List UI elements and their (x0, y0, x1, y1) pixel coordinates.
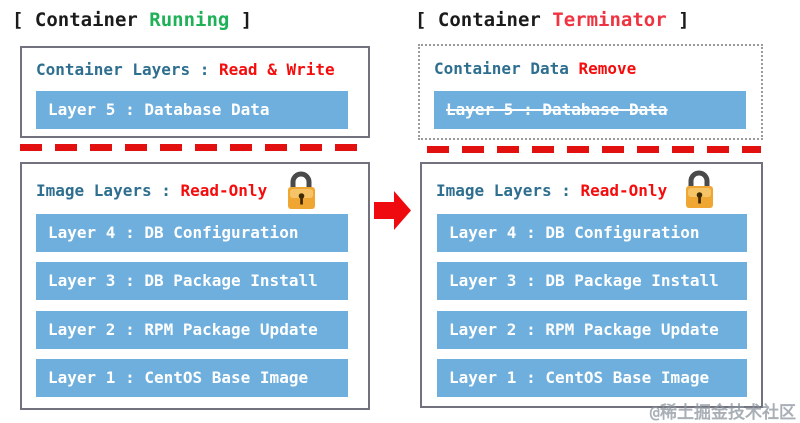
layer-bar: Layer 4 : DB Configuration (437, 214, 747, 252)
right-title: [ Container Terminator ] (415, 9, 690, 31)
left-container-layers-box: Container Layers : Read & Write Layer 5 … (20, 46, 370, 138)
left-container-layers-status: Read & Write (219, 60, 335, 79)
left-image-layers-box: Image Layers : Read-Only Layer 4 : DB Co… (20, 162, 370, 410)
right-title-suffix: ] (666, 9, 690, 31)
layer-bar: Layer 3 : DB Package Install (36, 262, 348, 300)
layer-bar: Layer 3 : DB Package Install (437, 262, 747, 300)
right-image-layers-label: Image Layers : (436, 181, 571, 200)
right-image-layers-status: Read-Only (580, 181, 668, 200)
right-container-data-header: Container Data Remove (434, 59, 636, 79)
right-container-data-label: Container Data (434, 59, 569, 78)
right-container-data-status: Remove (578, 59, 637, 78)
left-container-layers-header: Container Layers : Read & Write (36, 60, 335, 80)
right-container-data-box: Container Data Remove Layer 5 : Database… (418, 44, 763, 140)
left-title-highlight: Running (149, 9, 230, 31)
left-container-layers-label: Container Layers : (36, 60, 210, 79)
lock-icon (288, 171, 315, 209)
left-title-prefix: [ Container (12, 9, 150, 31)
arrow-right-icon (374, 191, 411, 230)
left-image-layers-header: Image Layers : Read-Only (36, 181, 267, 201)
watermark: @稀土掘金技术社区 (649, 403, 796, 423)
layer-bar: Layer 2 : RPM Package Update (437, 311, 747, 349)
left-image-layers-label: Image Layers : (36, 181, 171, 200)
layer-bar: Layer 1 : CentOS Base Image (36, 359, 348, 397)
right-image-layers-header: Image Layers : Read-Only (436, 181, 667, 201)
right-title-prefix: [ Container (415, 9, 553, 31)
layer-bar-removed: Layer 5 : Database Data (434, 91, 746, 129)
left-title-suffix: ] (229, 9, 253, 31)
right-image-layers-box: Image Layers : Read-Only Layer 4 : DB Co… (420, 162, 763, 408)
left-image-layers-status: Read-Only (180, 181, 268, 200)
layer-bar: Layer 1 : CentOS Base Image (437, 359, 747, 397)
lock-icon (686, 170, 713, 208)
layer-bar: Layer 5 : Database Data (36, 91, 348, 129)
layer-bar: Layer 2 : RPM Package Update (36, 311, 348, 349)
right-title-highlight: Terminator (552, 9, 667, 31)
layer-bar: Layer 4 : DB Configuration (36, 214, 348, 252)
right-boundary-dashed-line (427, 146, 761, 153)
left-boundary-dashed-line (20, 144, 367, 151)
left-title: [ Container Running ] (12, 9, 252, 31)
